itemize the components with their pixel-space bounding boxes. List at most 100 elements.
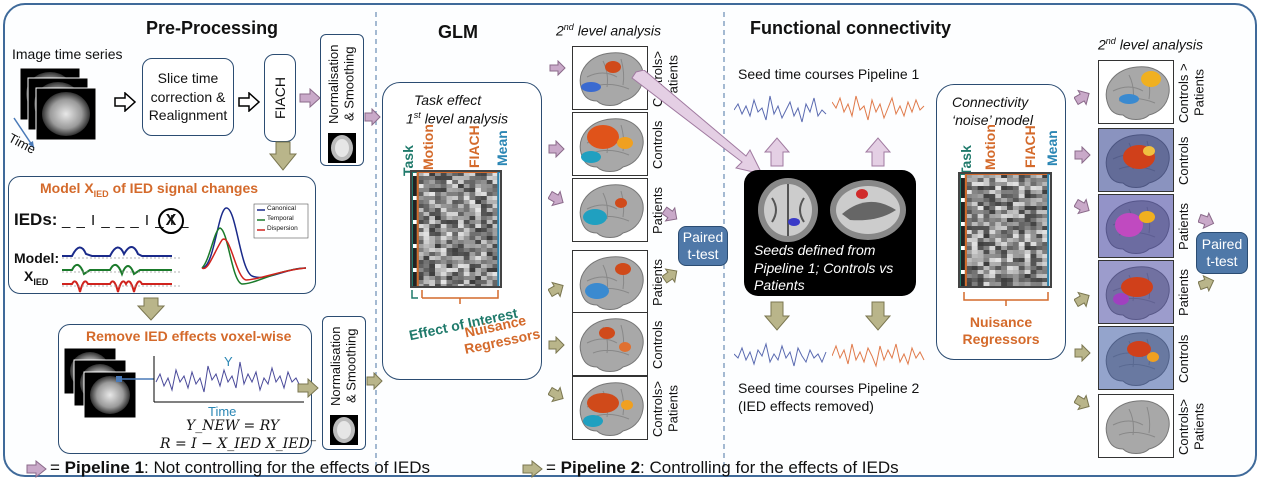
glm-brain-map	[572, 46, 648, 110]
fc-design-matrix	[958, 172, 1052, 288]
pipeline1-arrow-icon	[299, 88, 321, 108]
pipeline1-arrow-small-icon	[549, 60, 566, 77]
fc-motion-label: Motion	[982, 124, 998, 170]
fc-group-label: Controls	[1176, 136, 1191, 186]
fc-brain-map	[1098, 60, 1174, 124]
glm-braces	[411, 290, 499, 304]
pipeline1-arrow-small-icon	[662, 206, 678, 222]
hrf-basis-plot	[201, 203, 309, 285]
glm-brain-map	[572, 250, 648, 314]
pipeline1-arrow-small-icon	[1198, 212, 1215, 230]
glm-brain-map	[572, 312, 648, 376]
equation-2: R = I − X_IED X_IED⁻	[160, 436, 318, 452]
fc-brain-map	[1098, 128, 1174, 192]
pipeline2-arrow-down-icon	[268, 141, 298, 171]
seeds-defined-label: Seeds defined from Pipeline 1; Controls …	[754, 242, 894, 293]
image-stack-icon-2	[63, 347, 154, 419]
fc-brain-map	[1098, 194, 1174, 258]
pipeline2-arrow-down-icon	[864, 301, 892, 331]
glm-brain-map	[572, 376, 648, 440]
ieds-label: IEDs:	[14, 210, 58, 229]
glm-paired-ttest: Paired t-test	[678, 226, 728, 266]
pipeline1-arrow-small-icon	[548, 140, 565, 158]
brain-mask-icon	[328, 133, 356, 163]
pipeline1-arrow-small-icon	[1074, 198, 1090, 215]
fc-group-label: Patients	[1176, 203, 1191, 251]
fc-brain-map	[1098, 326, 1174, 390]
glm-design-matrix	[410, 170, 502, 288]
fiach-label: FIACH	[271, 77, 288, 119]
seed2-timecourse-orange	[832, 343, 925, 368]
glm-mean-label: Mean	[494, 130, 510, 166]
model-xied-title: Model XIED of IED signal changes	[40, 180, 259, 199]
pipeline2-arrow-small-icon	[1198, 274, 1215, 292]
glm-motion-label: Motion	[420, 124, 436, 170]
legend-pipeline2: = Pipeline 2: Controlling for the effect…	[546, 458, 899, 477]
second-level-title-glm: 2nd level analysis	[556, 22, 661, 39]
pipeline2-arrow-small-icon	[548, 336, 565, 354]
pipeline2-arrow-small-icon	[1074, 344, 1091, 362]
fc-brace	[963, 292, 1049, 306]
pipeline2-arrow-small-icon	[366, 372, 383, 390]
fc-group-label: Controls> Patients	[1176, 399, 1207, 455]
seed2-label-line2: (IED effects removed)	[738, 398, 874, 414]
glm-fiach-label: FIACH	[466, 125, 482, 168]
pipeline2-arrow-down-icon	[136, 297, 166, 321]
brain-mask-icon	[330, 415, 358, 445]
normalisation-box-top: Normalisation & Smoothing	[320, 34, 364, 166]
fc-fiach-label: FIACH	[1022, 125, 1038, 168]
task-effect-label: Task effect	[414, 92, 482, 108]
conn-model-label-b: ‘noise’ model	[952, 112, 1033, 128]
seed1-timecourse-orange	[832, 95, 925, 121]
seed2-label-line1: Seed time courses Pipeline 2	[738, 380, 920, 396]
y-axis-label: Y	[224, 354, 233, 369]
image-series-label: Image time series	[12, 46, 123, 62]
section-title-preprocessing: Pre-Processing	[146, 18, 279, 38]
fc-group-label: Controls > Patients	[1176, 63, 1207, 123]
fc-mean-label: Mean	[1044, 130, 1060, 166]
remove-ied-title: Remove IED effects voxel-wise	[86, 328, 292, 344]
pipeline2-arrow-down-icon	[763, 301, 791, 331]
arrow-up-icon	[763, 137, 791, 167]
equation-1: Y_NEW = RY	[186, 418, 280, 434]
legend-pipeline2-arrow	[522, 460, 543, 478]
pipeline2-arrow-small-icon	[662, 268, 678, 284]
hrf-legend: Canonical Temporal Dispersion	[267, 205, 298, 232]
conn-model-label-a: Connectivity	[952, 94, 1029, 110]
pipeline2-arrow-small-icon	[1074, 291, 1090, 308]
pipeline2-arrow-small-icon	[548, 386, 564, 403]
slice-time-box: Slice time correction & Realignment	[142, 58, 234, 136]
legend-pipeline1: = Pipeline 1: Not controlling for the ef…	[50, 458, 431, 477]
pipeline2-arrow-icon	[297, 378, 319, 398]
glm-group-label: Controls> Patients	[650, 381, 681, 437]
pipeline2-arrow-small-icon	[548, 281, 564, 298]
fc-group-label: Controls	[1176, 334, 1191, 384]
arrow-up-icon	[864, 137, 892, 167]
normalisation-label: Normalisation & Smoothing	[326, 44, 357, 124]
model-waveforms	[62, 246, 182, 293]
fc-paired-ttest: Paired t-test	[1196, 232, 1248, 274]
pipeline1-arrow-small-icon	[1074, 146, 1091, 164]
seed1-timecourse-blue	[734, 95, 827, 123]
first-level-label: 1st level analysis	[406, 110, 508, 127]
legend-pipeline1-arrow	[26, 460, 47, 478]
seed1-label: Seed time courses Pipeline 1	[738, 66, 920, 82]
multiply-symbol: X	[158, 208, 184, 234]
fiach-box: FIACH	[264, 54, 296, 142]
arrow-right-icon	[238, 92, 261, 112]
fc-brain-map	[1098, 260, 1174, 324]
seed2-timecourse-blue	[734, 342, 827, 367]
arrow-right-icon	[114, 92, 137, 112]
glm-group-label: Controls	[650, 320, 665, 370]
second-level-title-fc: 2nd level analysis	[1098, 36, 1203, 53]
fc-nuisance-label: Nuisance Regressors	[962, 314, 1040, 347]
pipeline2-arrow-small-icon	[1074, 394, 1090, 411]
pipeline1-arrow-small-icon	[364, 108, 381, 126]
voxel-timeseries	[153, 356, 304, 403]
pipeline1-arrow-small-icon	[548, 190, 564, 207]
pipeline1-arrow-small-icon	[1074, 89, 1090, 106]
fc-brain-map	[1098, 394, 1174, 458]
image-stack-icon	[13, 67, 97, 149]
glm-brain-map	[572, 178, 648, 242]
